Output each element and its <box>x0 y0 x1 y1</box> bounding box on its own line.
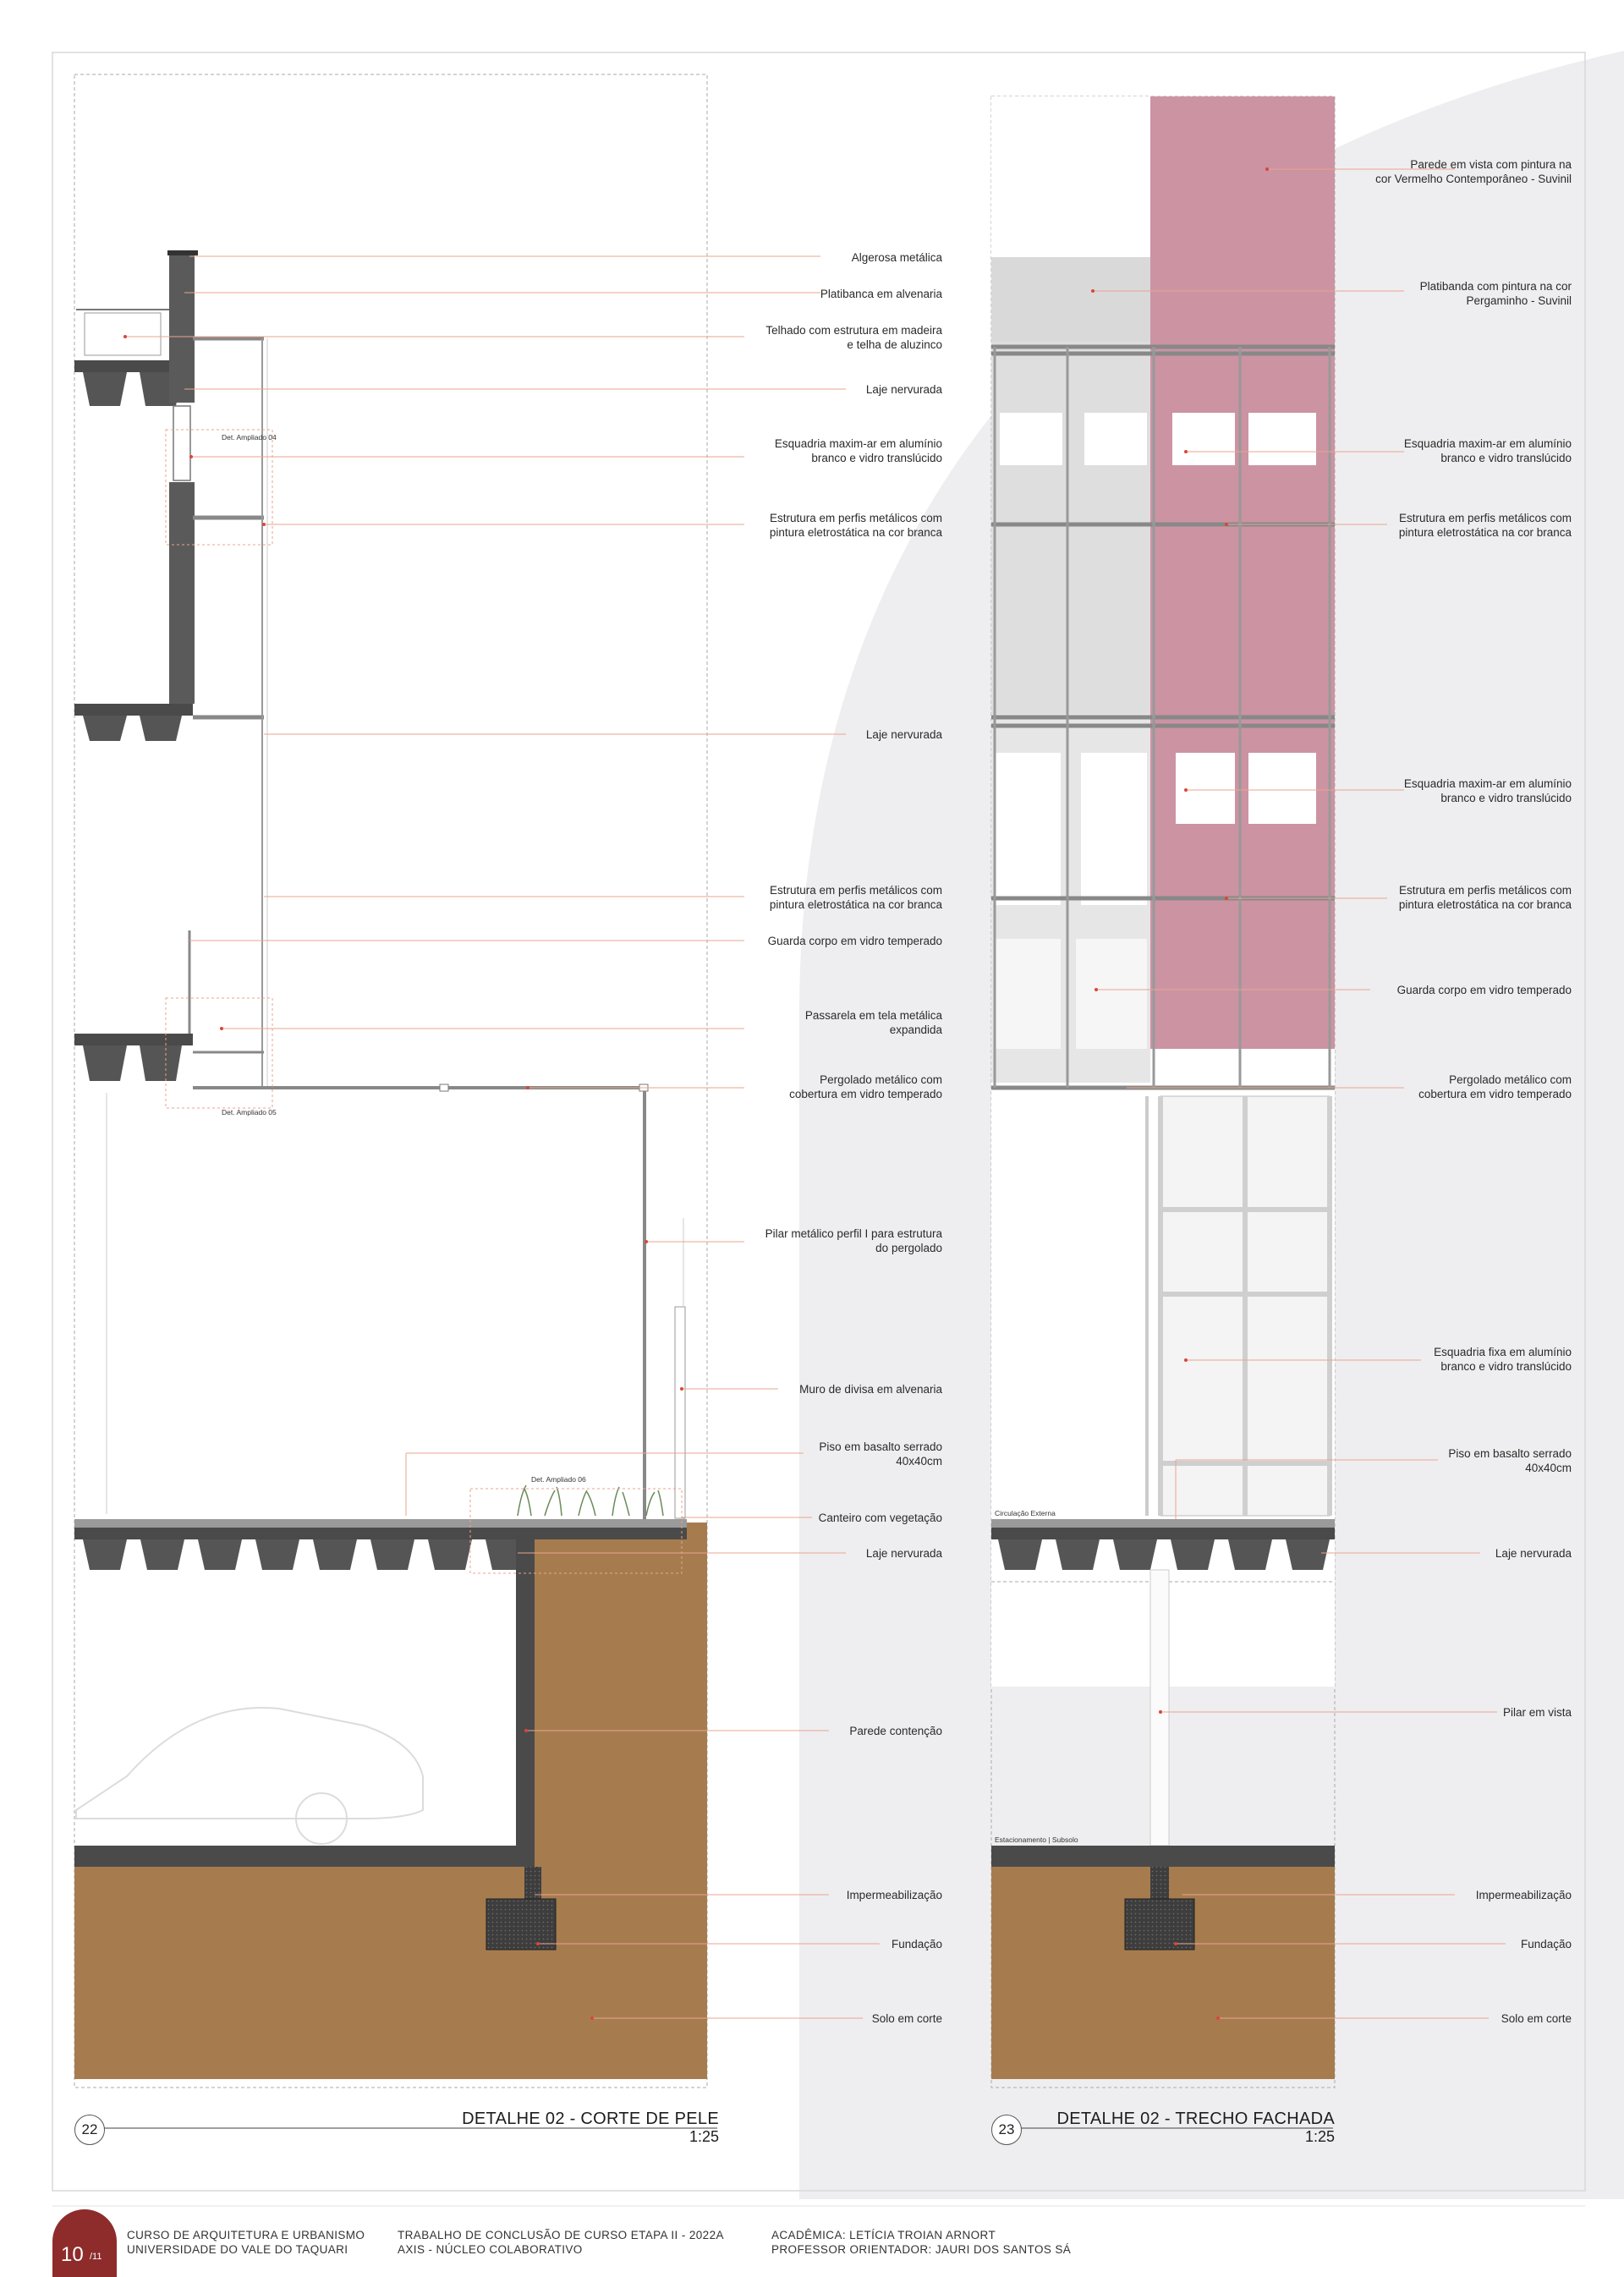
right-leader-lines <box>1093 168 1506 2019</box>
label-parede-contencao: Parede contenção <box>849 1725 942 1737</box>
label-esquadria: Esquadria maxim-ar em alumínio branco e … <box>774 437 942 464</box>
label-esquadria-r2: Esquadria maxim-ar em alumínio branco e … <box>1403 777 1572 804</box>
right-foundation-pillar <box>1150 1867 1169 1899</box>
label-estrutura-r1: Estrutura em perfis metálicos com pintur… <box>1398 512 1572 539</box>
left-algerosa <box>167 250 198 255</box>
footer-author: ACADÊMICA: LETÍCIA TROIAN ARNORT PROFESS… <box>771 2228 1071 2257</box>
detail-scale-left: 1:25 <box>689 2128 719 2145</box>
left-foundation <box>486 1898 557 1951</box>
footer-work: TRABALHO DE CONCLUSÃO DE CURSO ETAPA II … <box>398 2228 724 2257</box>
left-leader-lines <box>125 255 880 2019</box>
label-platibanda: Platibanda com pintura na cor Pergaminho… <box>1419 280 1572 307</box>
right-basement-slab <box>991 1846 1335 1867</box>
label-laje-r: Laje nervurada <box>1495 1547 1572 1560</box>
left-soil <box>74 1523 707 2079</box>
footer-work-line1: TRABALHO DE CONCLUSÃO DE CURSO ETAPA II … <box>398 2229 724 2241</box>
tag-estacionamento: Estacionamento | Subsolo <box>995 1835 1078 1844</box>
tag-det-04: Det. Ampliado 04 <box>222 433 277 442</box>
footer-course-line2: UNIVERSIDADE DO VALE DO TAQUARI <box>127 2243 348 2256</box>
label-piso-r: Piso em basalto serrado 40x40cm <box>1448 1447 1572 1474</box>
label-laje-2: Laje nervurada <box>865 728 942 741</box>
page-number-badge: 10 /11 <box>52 2209 117 2277</box>
footer-course: CURSO DE ARQUITETURA E URBANISMO UNIVERS… <box>127 2228 365 2257</box>
page-total: /11 <box>90 2252 102 2262</box>
label-guarda-corpo-r: Guarda corpo em vidro temperado <box>1396 984 1572 996</box>
detail-number-right: 23 <box>991 2115 1022 2145</box>
right-detail-drawing <box>990 96 1336 2088</box>
label-solo: Solo em corte <box>871 2012 942 2025</box>
detail-number-left: 22 <box>74 2115 105 2145</box>
tag-det-06: Det. Ampliado 06 <box>531 1475 586 1484</box>
right-ground-slab <box>991 1528 1335 1539</box>
label-estrutura-2: Estrutura em perfis metálicos com pintur… <box>769 884 942 911</box>
right-ground-floor <box>991 1519 1335 1528</box>
detail-scale-right: 1:25 <box>1304 2128 1335 2145</box>
label-estrutura-r2: Estrutura em perfis metálicos com pintur… <box>1398 884 1572 911</box>
label-esquadria-r1: Esquadria maxim-ar em alumínio branco e … <box>1403 437 1572 464</box>
detail-title-left: DETALHE 02 - CORTE DE PELE <box>462 2110 719 2128</box>
label-impermeabilizacao: Impermeabilização <box>846 1889 942 1901</box>
left-slab-3 <box>74 1034 193 1081</box>
left-planter-vegetation <box>517 1484 664 1517</box>
right-leader-dots <box>1091 167 1269 2020</box>
label-muro: Muro de divisa em alvenaria <box>799 1383 942 1396</box>
label-fundacao-r: Fundação <box>1520 1938 1572 1951</box>
right-pillar <box>1149 1569 1170 1846</box>
label-pergolado-r: Pergolado metálico com cobertura em vidr… <box>1418 1073 1572 1100</box>
label-passarela: Passarela em tela metálica expandida <box>804 1009 942 1036</box>
tag-det-05: Det. Ampliado 05 <box>222 1108 277 1117</box>
left-foundation-pillar <box>524 1867 541 1899</box>
label-pilar-vista: Pilar em vista <box>1502 1706 1572 1719</box>
left-boundary-wall <box>674 1306 686 1519</box>
label-piso: Piso em basalto serrado 40x40cm <box>819 1440 942 1468</box>
sheet-frame <box>52 52 1586 2192</box>
label-solo-r: Solo em corte <box>1501 2012 1572 2025</box>
right-foundation <box>1124 1898 1195 1951</box>
label-pergolado: Pergolado metálico com cobertura em vidr… <box>789 1073 942 1100</box>
left-detail-drawing <box>74 74 708 2088</box>
left-retaining-wall <box>516 1528 535 1866</box>
left-ground-floor <box>74 1519 687 1528</box>
label-laje-3: Laje nervurada <box>865 1547 942 1560</box>
right-wine-wall <box>1150 96 1335 342</box>
left-wall-mid <box>169 482 195 704</box>
label-telhado: Telhado com estrutura em madeira e telha… <box>765 324 942 351</box>
left-leader-dots <box>123 335 683 2020</box>
left-parapet <box>169 254 195 403</box>
label-canteiro: Canteiro com vegetação <box>818 1512 942 1524</box>
detail-title-right: DETALHE 02 - TRECHO FACHADA <box>1056 2110 1335 2128</box>
label-fundacao: Fundação <box>891 1938 942 1951</box>
left-ground-slab <box>74 1528 687 1539</box>
label-esquadria-fixa: Esquadria fixa em alumínio branco e vidr… <box>1434 1346 1572 1373</box>
label-laje-1: Laje nervurada <box>865 383 942 396</box>
label-estrutura-1: Estrutura em perfis metálicos com pintur… <box>769 512 942 539</box>
label-impermeabilizacao-r: Impermeabilização <box>1475 1889 1572 1901</box>
label-algerosa: Algerosa metálica <box>851 251 942 264</box>
label-parede-vista: Parede em vista com pintura na cor Verme… <box>1375 158 1572 185</box>
left-basement-slab <box>74 1846 535 1867</box>
label-pilar-metalico: Pilar metálico perfil I para estrutura d… <box>765 1227 942 1254</box>
page-number: 10 <box>61 2243 84 2266</box>
label-platibanca: Platibanca em alvenaria <box>820 288 942 300</box>
right-platibanda <box>991 257 1150 342</box>
tag-circulacao: Circulação Externa <box>995 1509 1056 1517</box>
footer-author-line2: PROFESSOR ORIENTADOR: JAURI DOS SANTOS S… <box>771 2243 1072 2256</box>
left-window <box>173 405 191 481</box>
car-outline <box>75 1707 424 1819</box>
footer-author-line1: ACADÊMICA: LETÍCIA TROIAN ARNORT <box>771 2229 996 2241</box>
footer-course-line1: CURSO DE ARQUITETURA E URBANISMO <box>127 2229 365 2241</box>
left-frame <box>74 74 708 2088</box>
footer-work-line2: AXIS - NÚCLEO COLABORATIVO <box>398 2243 583 2256</box>
left-slab-2 <box>74 704 193 741</box>
label-guarda-corpo: Guarda corpo em vidro temperado <box>767 935 942 947</box>
